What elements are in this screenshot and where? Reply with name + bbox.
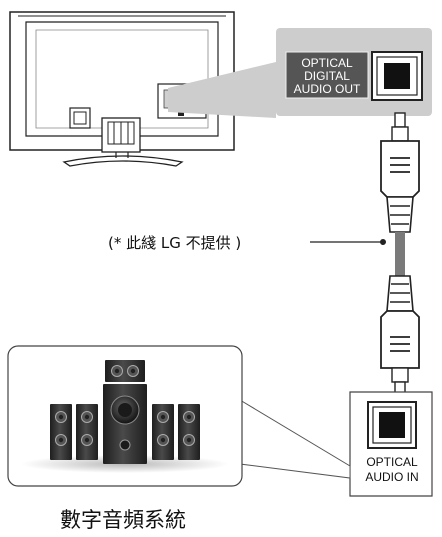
satellite-speaker-rear-right xyxy=(152,404,174,460)
satellite-speaker-front-left xyxy=(50,404,72,460)
tv-port-callout xyxy=(168,62,276,118)
satellite-speaker-front-right xyxy=(178,404,200,460)
receiver-port-label-line2: AUDIO IN xyxy=(365,470,418,484)
optical-cable xyxy=(380,112,420,397)
tv-back-illustration xyxy=(9,11,235,167)
tv-optical-out-panel: OPTICAL DIGITAL AUDIO OUT xyxy=(276,28,432,116)
tv-stand xyxy=(62,117,184,167)
cable-plug-bottom xyxy=(380,310,420,369)
cable-note: (* 此綫 LG 不提供 ) xyxy=(108,234,386,252)
tv-port-label-line1: OPTICAL xyxy=(301,56,353,70)
digital-audio-system-label: 數字音頻系統 xyxy=(60,508,186,532)
cable-not-supplied-note: (* 此綫 LG 不提供 ) xyxy=(108,234,241,252)
tv-back-rear-cover xyxy=(25,21,219,137)
tv-port-label-line2: DIGITAL xyxy=(304,69,350,83)
subwoofer xyxy=(103,384,147,464)
speaker-callout xyxy=(239,399,351,479)
tv-port-label-box xyxy=(285,51,369,99)
tv-port-label-line3: AUDIO OUT xyxy=(294,82,361,96)
satellite-speaker-rear-left xyxy=(76,404,98,460)
audio-system-illustration xyxy=(7,345,243,487)
receiver-optical-in-panel: OPTICAL AUDIO IN xyxy=(349,391,433,497)
cable-cord xyxy=(395,232,405,276)
receiver-port-label-line1: OPTICAL xyxy=(366,455,418,469)
cable-plug-top xyxy=(380,140,420,198)
center-speaker xyxy=(105,360,145,382)
tv-side-jack xyxy=(69,107,91,129)
